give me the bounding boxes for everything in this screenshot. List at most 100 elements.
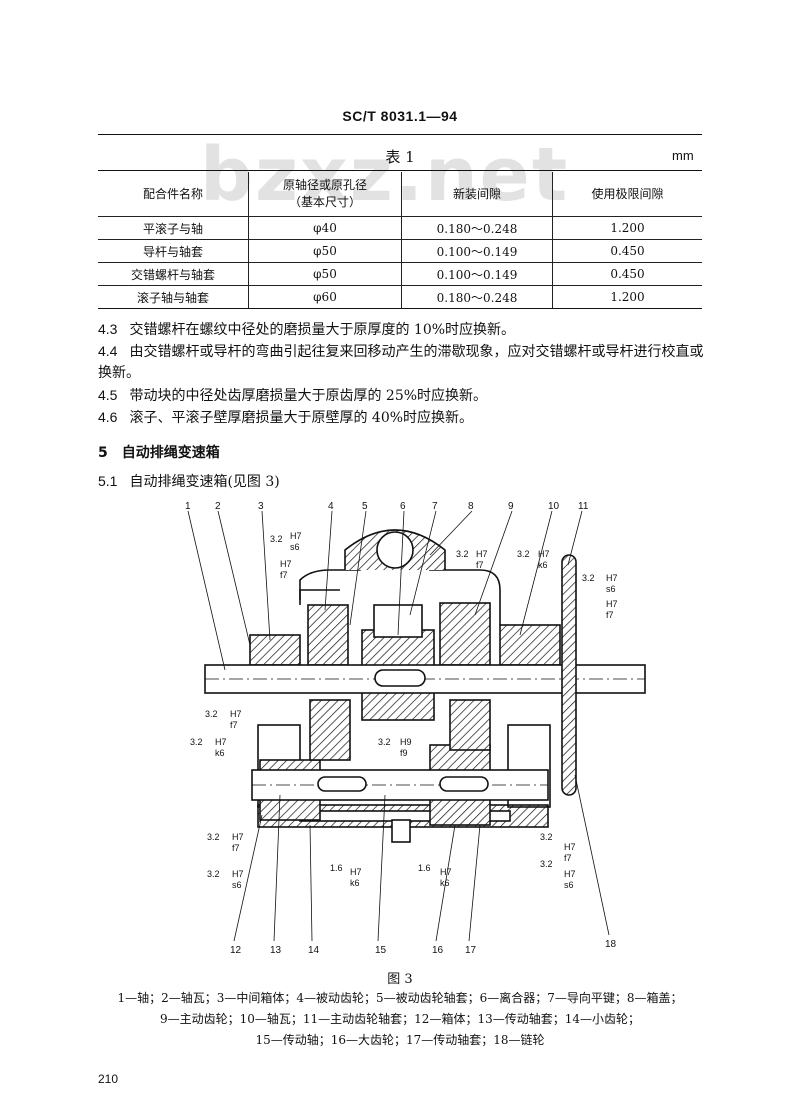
cover-lug xyxy=(376,531,414,569)
cell-new-clearance: 0.100～0.149 xyxy=(401,239,553,263)
clearance-table: 配合件名称 原轴径或原孔径 （基本尺寸） 新装间隙 使用极限间隙 平滚子与轴 φ… xyxy=(98,172,702,309)
fit-label: f7 xyxy=(564,853,572,863)
cell-diameter: φ40 xyxy=(248,216,402,240)
cell-limit-clearance: 0.450 xyxy=(552,239,702,263)
fit-label: f7 xyxy=(280,570,288,580)
fit-label: H7 xyxy=(564,869,576,879)
table-top-rule xyxy=(98,170,702,171)
cell-part: 滚子轴与轴套 xyxy=(98,285,249,309)
clause-text: 滚子、平滚子壁厚磨损量大于原壁厚的 40%时应换新。 xyxy=(129,410,474,426)
clause-5-1: 5.1 自动排绳变速箱(见图 3) xyxy=(98,470,708,493)
roughness-label: 3.2 xyxy=(582,573,595,583)
cell-limit-clearance: 1.200 xyxy=(552,285,702,309)
fit-label: s6 xyxy=(606,584,616,594)
cell-new-clearance: 0.180～0.248 xyxy=(401,285,553,309)
roughness-label: 1.6 xyxy=(330,863,343,873)
standard-code: SC/T 8031.1—94 xyxy=(342,108,458,124)
clause-4-4: 4.4 由交错螺杆或导杆的弯曲引起往复来回移动产生的滞歇现象，应对交错螺杆或导杆进… xyxy=(98,340,708,363)
clause-4-4-cont: 换新。 xyxy=(98,362,708,384)
page-number: 210 xyxy=(98,1072,119,1086)
fit-label: H7 xyxy=(230,709,242,719)
fit-label: H7 xyxy=(606,599,618,609)
callout-number: 15 xyxy=(375,945,387,956)
roughness-label: 3.2 xyxy=(205,709,218,719)
fit-label: f7 xyxy=(230,720,238,730)
col-header-diameter: 原轴径或原孔径 （基本尺寸） xyxy=(248,172,402,217)
clause-number: 4.3 xyxy=(98,321,118,337)
fit-label: s6 xyxy=(232,880,242,890)
figure-legend-line-1: 1—轴；2—轴瓦；3—中间箱体；4—被动齿轮；5—被动齿轮轴套；6—离合器；7—… xyxy=(117,991,683,1005)
drain-plug xyxy=(391,819,411,843)
fit-label: k6 xyxy=(215,748,225,758)
fit-label: s6 xyxy=(290,542,300,552)
callout-number: 10 xyxy=(548,501,560,512)
col-header-diameter-line2: （基本尺寸） xyxy=(288,195,361,209)
fit-label: H7 xyxy=(476,549,488,559)
fit-label: H7 xyxy=(440,867,452,877)
fit-label: k6 xyxy=(538,560,548,570)
col-header-limit-clearance: 使用极限间隙 xyxy=(552,172,702,217)
fit-label: H9 xyxy=(400,737,412,747)
fit-label: f7 xyxy=(476,560,484,570)
cell-diameter: φ60 xyxy=(248,285,402,309)
fit-label: f9 xyxy=(400,748,408,758)
callout-number: 9 xyxy=(508,501,514,512)
fit-label: H7 xyxy=(232,832,244,842)
col-header-diameter-line1: 原轴径或原孔径 xyxy=(282,178,367,192)
roughness-label: 3.2 xyxy=(540,832,553,842)
roughness-label: 3.2 xyxy=(456,549,469,559)
fit-label: H7 xyxy=(280,559,292,569)
sprocket xyxy=(561,554,577,796)
bearing-left xyxy=(249,634,301,666)
cell-new-clearance: 0.100～0.149 xyxy=(401,262,553,286)
figure-legend-line-2: 9—主动齿轮；10—轴瓦；11—主动齿轮轴套；12—箱体；13—传动轴套；14—… xyxy=(160,1012,640,1026)
fit-label: f7 xyxy=(232,843,240,853)
bearing-right xyxy=(499,624,561,666)
clause-text: 自动排绳变速箱(见图 3) xyxy=(129,474,280,490)
clause-4-3: 4.3 交错螺杆在螺纹中径处的磨损量大于原厚度的 10%时应换新。 xyxy=(98,318,708,341)
callouts: 1 2 3 4 5 6 7 8 9 10 11 12 13 14 15 16 1… xyxy=(185,501,617,956)
roughness-label: 3.2 xyxy=(207,832,220,842)
clause-4-6: 4.6 滚子、平滚子壁厚磨损量大于原壁厚的 40%时应换新。 xyxy=(98,406,708,429)
section-number: 5 xyxy=(98,445,108,461)
col-header-new-clearance: 新装间隙 xyxy=(401,172,553,217)
callout-number: 4 xyxy=(328,501,334,512)
callout-number: 14 xyxy=(308,945,320,956)
cell-part: 导杆与轴套 xyxy=(98,239,249,263)
fit-label: H7 xyxy=(606,573,618,583)
roughness-label: 3.2 xyxy=(207,869,220,879)
fit-annotations: H7 s6 H7 f7 H7 f7 H7 k6 H7 s6 H7 f7 H7 f… xyxy=(190,531,618,890)
callout-number: 18 xyxy=(605,939,617,950)
table-header-row: 配合件名称 原轴径或原孔径 （基本尺寸） 新装间隙 使用极限间隙 xyxy=(98,172,702,217)
cell-diameter: φ50 xyxy=(248,239,402,263)
fit-label: H7 xyxy=(350,867,362,877)
fit-label: s6 xyxy=(564,880,574,890)
clause-number: 4.6 xyxy=(98,409,118,425)
callout-number: 16 xyxy=(432,945,444,956)
table-caption: 表 1 xyxy=(385,148,415,166)
roughness-label: 3.2 xyxy=(517,549,530,559)
header-rule xyxy=(98,134,702,135)
figure-title: 图 3 xyxy=(387,972,413,987)
clause-text: 由交错螺杆或导杆的弯曲引起往复来回移动产生的滞歇现象，应对交错螺杆或导杆进行校直… xyxy=(129,344,704,360)
gearbox-drawing: 1 2 3 4 5 6 7 8 9 10 11 12 13 14 15 16 1… xyxy=(185,501,646,956)
clause-number: 5.1 xyxy=(98,473,118,489)
clutch-key xyxy=(373,604,423,638)
col-header-part: 配合件名称 xyxy=(98,172,249,217)
clause-text: 带动块的中径处齿厚磨损量大于原齿厚的 25%时应换新。 xyxy=(129,388,488,404)
cell-part: 平滚子与轴 xyxy=(98,216,249,240)
figure-legend-line-3: 15—传动轴；16—大齿轮；17—传动轴套；18—链轮 xyxy=(255,1033,545,1047)
cell-limit-clearance: 1.200 xyxy=(552,216,702,240)
clause-number: 4.4 xyxy=(98,343,118,359)
roughness-label: 3.2 xyxy=(190,737,203,747)
cell-limit-clearance: 0.450 xyxy=(552,262,702,286)
clause-text: 交错螺杆在螺纹中径处的磨损量大于原厚度的 10%时应换新。 xyxy=(129,322,516,338)
roughness-label: 3.2 xyxy=(378,737,391,747)
callout-number: 1 xyxy=(185,501,191,512)
callout-number: 5 xyxy=(362,501,368,512)
driven-gear xyxy=(307,604,349,666)
fit-label: f7 xyxy=(606,610,614,620)
callout-number: 2 xyxy=(215,501,221,512)
